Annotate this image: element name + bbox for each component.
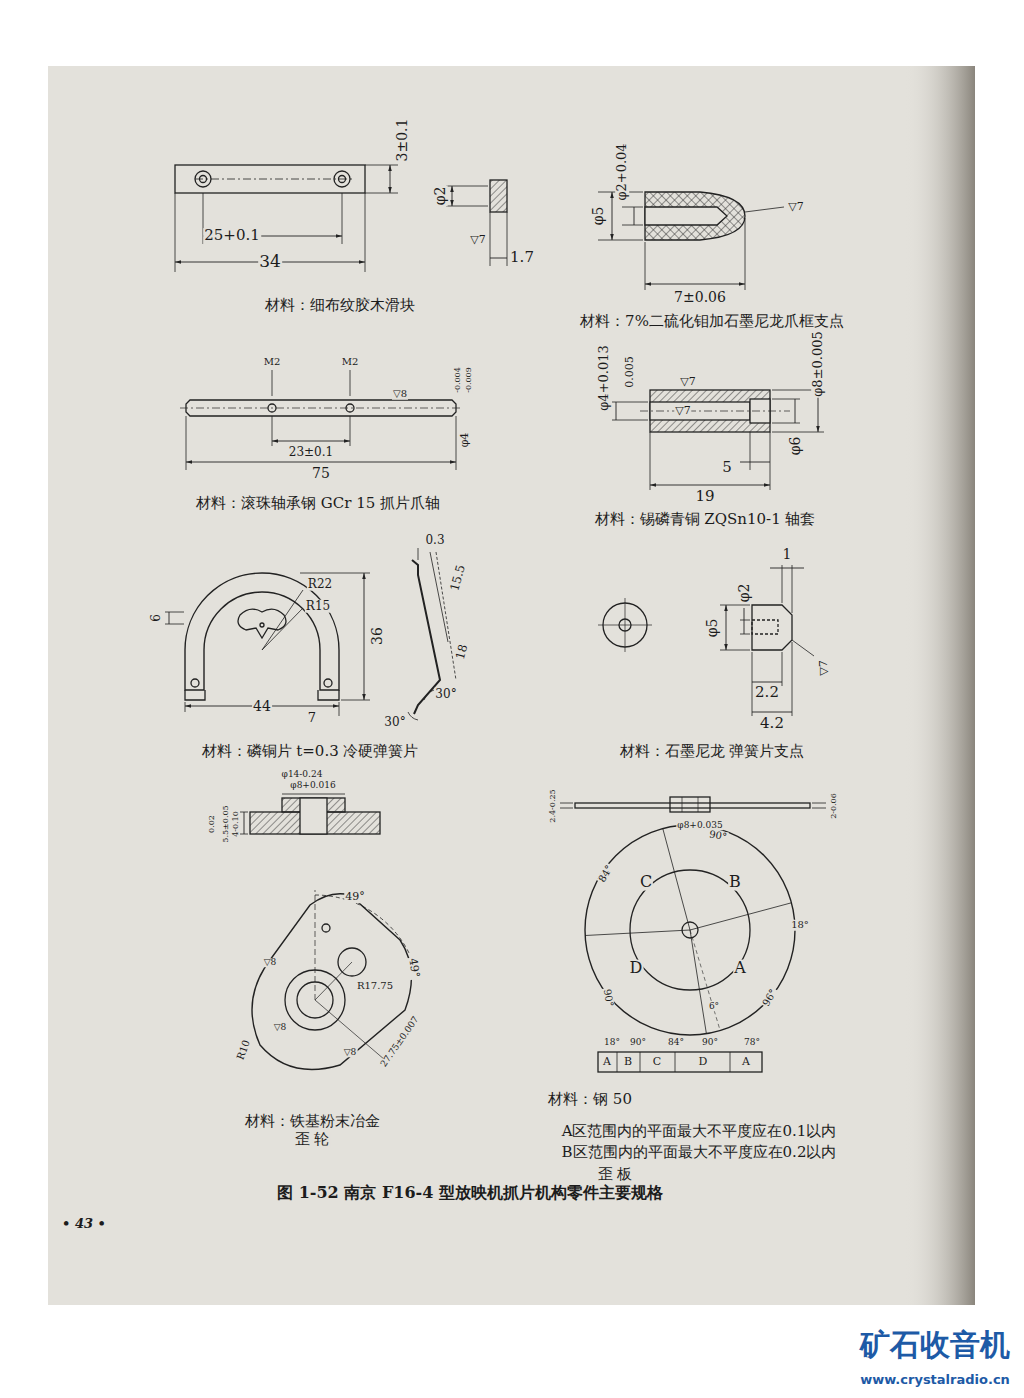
dimension-label: φ14-0.24 bbox=[281, 770, 324, 779]
material-note: 材料：铁基粉末冶金 bbox=[244, 1114, 381, 1130]
dimension-label: φ5 bbox=[591, 206, 606, 227]
dimension-label: 84° bbox=[597, 863, 616, 885]
dimension-label: 0.3 bbox=[424, 534, 445, 547]
dimension-label: 49° bbox=[406, 956, 421, 979]
material-note: 材料：滚珠轴承钢 GCr 15 抓片爪轴 bbox=[195, 496, 441, 512]
dimension-label: 1.7 bbox=[509, 250, 535, 266]
dimension-label: ▽8 bbox=[263, 958, 278, 967]
dimension-label: M2 bbox=[263, 357, 282, 368]
dimension-label: ▽8 bbox=[392, 389, 408, 400]
dimension-label: φ2 bbox=[737, 583, 752, 604]
dimension-label: 2-0.06 bbox=[830, 792, 838, 820]
dimension-label: A bbox=[741, 1056, 751, 1068]
dimension-label: φ2 bbox=[433, 186, 448, 207]
dimension-label: 0.005 bbox=[624, 355, 636, 389]
dimension-label: 2.4-0.25 bbox=[549, 788, 557, 823]
dimension-label: D bbox=[629, 960, 644, 977]
dimension-label: 7 bbox=[307, 711, 317, 725]
material-note: 材料：磷铜片 t=0.3 冷硬弹簧片 bbox=[201, 744, 420, 760]
dimension-label: φ8±0.005 bbox=[811, 330, 825, 397]
dimension-label: 75 bbox=[311, 466, 331, 481]
material-note: 材料：锡磷青铜 ZQSn10-1 轴套 bbox=[594, 512, 817, 528]
material-note: 材料：细布纹胶木滑块 bbox=[264, 298, 416, 314]
dimension-label: 1 bbox=[782, 547, 793, 562]
dimension-label: B bbox=[623, 1056, 633, 1068]
dimension-label: φ5 bbox=[705, 618, 720, 639]
dimension-label: φ8+0.035 bbox=[676, 821, 723, 830]
dimension-label: 27.75±0.007 bbox=[379, 1014, 422, 1069]
material-note: B区范围内的平面最大不平度应在0.2以内 bbox=[561, 1145, 838, 1161]
dimension-label: D bbox=[698, 1056, 709, 1068]
dimension-label: 6° bbox=[708, 1002, 720, 1011]
dimension-label: 44 bbox=[252, 699, 272, 714]
dimension-label: 96° bbox=[761, 987, 780, 1009]
dimension-label: 4-0.10 bbox=[232, 810, 240, 838]
dimension-label: 18° bbox=[603, 1038, 621, 1047]
dimension-label: 0.02 bbox=[208, 814, 216, 834]
dimension-label: -0.004 bbox=[454, 366, 462, 394]
dimension-label: 歪 板 bbox=[597, 1167, 634, 1183]
dimension-label: ▽8 bbox=[273, 1023, 288, 1032]
dimension-label: 4.2 bbox=[759, 716, 785, 732]
material-note: 材料：石墨尼龙 弹簧片支点 bbox=[619, 744, 806, 760]
dimension-label: 90° bbox=[701, 1038, 719, 1047]
watermark: 矿石收音机 bbox=[859, 1329, 1011, 1361]
dimension-label: 30° bbox=[383, 716, 406, 729]
dimension-label: C bbox=[652, 1056, 662, 1068]
dimension-label: 歪 轮 bbox=[294, 1132, 331, 1148]
dimension-label: 18 bbox=[454, 642, 471, 662]
dimension-label: 25+0.1 bbox=[203, 228, 261, 244]
dimension-label: 23±0.1 bbox=[288, 446, 334, 459]
dimension-label: 90° bbox=[707, 829, 728, 843]
dimension-label: 5 bbox=[721, 460, 733, 476]
dimension-label: ▽7 bbox=[787, 201, 804, 213]
dimension-label: 30° bbox=[434, 688, 457, 701]
dimension-label: 5.5±0.05 bbox=[222, 804, 230, 843]
dimension-label: A bbox=[602, 1056, 612, 1068]
dimension-label: 90° bbox=[629, 1038, 647, 1047]
dimension-label: φ2+0.04 bbox=[615, 142, 629, 201]
dimension-label: R22 bbox=[307, 578, 333, 591]
dimension-label: 36 bbox=[370, 626, 385, 646]
dimension-label: 19 bbox=[694, 489, 715, 505]
dimension-label: B bbox=[728, 874, 742, 891]
binding-shadow bbox=[905, 66, 975, 1305]
dimension-label: 7±0.06 bbox=[673, 290, 727, 305]
dimension-label: R17.75 bbox=[356, 981, 394, 992]
dimension-label: C bbox=[639, 874, 653, 891]
dimension-label: ▽7 bbox=[469, 234, 486, 246]
dimension-label: φ4 bbox=[459, 432, 471, 449]
dimension-label: φ4+0.013 bbox=[597, 344, 611, 411]
dimension-label: -0.009 bbox=[465, 366, 473, 394]
material-note: 材料：7%二硫化钼加石墨尼龙爪框支点 bbox=[579, 314, 845, 330]
dimension-label: 18° bbox=[790, 920, 810, 931]
dimension-label: 90° bbox=[601, 987, 615, 1008]
dimension-label: R10 bbox=[235, 1038, 252, 1063]
dimension-label: R15 bbox=[305, 600, 331, 613]
dimension-label: ▽7 bbox=[679, 376, 696, 388]
dimension-label: 3±0.1 bbox=[395, 118, 410, 163]
dimension-label: φ6 bbox=[788, 436, 803, 457]
material-note: 材料：钢 50 bbox=[547, 1092, 633, 1108]
dimension-label: 2.2 bbox=[754, 685, 780, 701]
dimension-label: 6 bbox=[150, 613, 163, 623]
dimension-label: ▽7 bbox=[818, 659, 830, 676]
dimension-label: φ8+0.016 bbox=[289, 781, 336, 790]
dimension-label: ▽8 bbox=[343, 1048, 358, 1057]
dimension-label: 34 bbox=[258, 253, 282, 271]
figure-caption: 图 1-52 南京 F16-4 型放映机抓片机构零件主要规格 bbox=[276, 1185, 664, 1202]
paper-page bbox=[48, 66, 975, 1305]
material-note: A区范围内的平面最大不平度应在0.1以内 bbox=[561, 1124, 838, 1140]
page-number: • 43 • bbox=[61, 1217, 107, 1231]
dimension-label: M2 bbox=[341, 357, 360, 368]
drawing-lines bbox=[165, 165, 826, 1072]
dimension-label: 78° bbox=[743, 1038, 761, 1047]
dimension-label: ▽7 bbox=[674, 405, 691, 417]
dimension-label: 84° bbox=[667, 1038, 685, 1047]
dimension-label: A bbox=[733, 960, 747, 977]
dimension-label: 15.5 bbox=[448, 563, 468, 594]
watermark: www.crystalradio.cn bbox=[859, 1373, 1011, 1387]
dimension-label: 49° bbox=[344, 891, 366, 903]
